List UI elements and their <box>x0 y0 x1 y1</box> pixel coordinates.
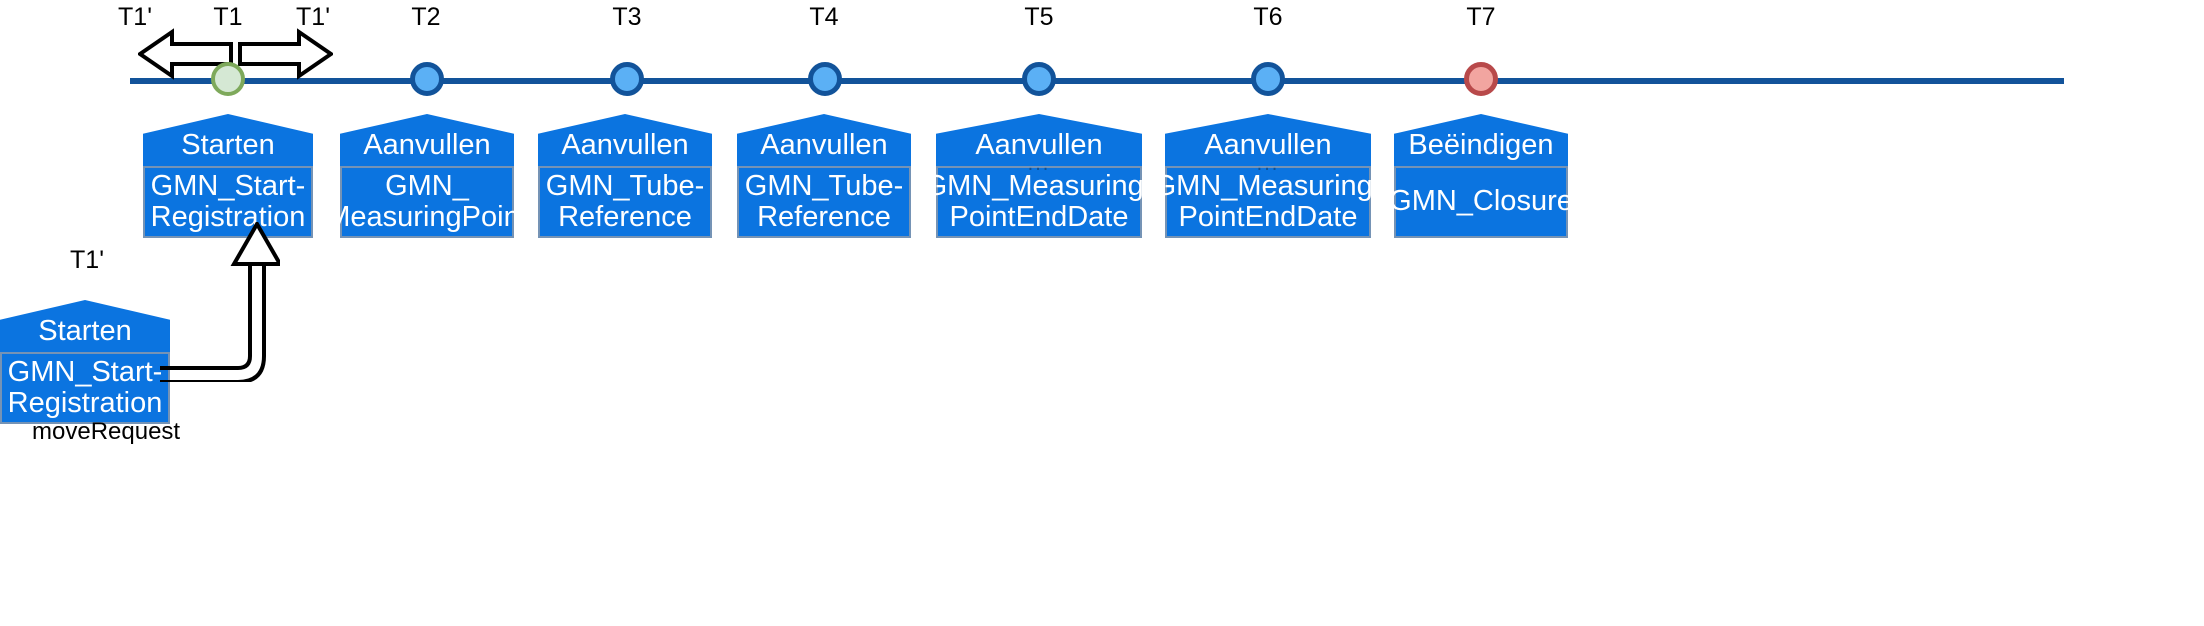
move-request-caption: moveRequest <box>32 418 181 445</box>
tick-label-t6: T6 <box>1253 3 1283 31</box>
card-t5-body: GMN_Measuring- PointEndDate <box>925 166 1153 238</box>
card-t7-action: Beëindigen <box>1408 129 1554 161</box>
tick-label-t4: T4 <box>809 3 839 31</box>
move-request-tick-label: T1' <box>70 246 104 274</box>
card-t3-body: GMN_Tube- Reference <box>538 166 712 238</box>
node-t6[interactable] <box>1251 62 1285 96</box>
tick-label-t5: T5 <box>1024 3 1054 31</box>
card-t5[interactable]: Aanvullen ... GMN_Measuring- PointEndDat… <box>925 114 1153 238</box>
t1prime-right-arrow <box>238 28 333 80</box>
tick-label-t1prime-right: T1' <box>296 3 330 31</box>
card-t5-action: Aanvullen <box>975 129 1103 161</box>
card-t6[interactable]: Aanvullen ... GMN_Measuring- PointEndDat… <box>1154 114 1382 238</box>
timeline-axis <box>130 78 2064 84</box>
t1prime-left-arrow <box>138 28 233 80</box>
card-t7-body: GMN_Closure <box>1389 166 1573 238</box>
node-t4[interactable] <box>808 62 842 96</box>
card-t3[interactable]: Aanvullen GMN_Tube- Reference <box>538 114 712 238</box>
card-t6-header: Aanvullen ... <box>1165 114 1371 175</box>
card-t4-header: Aanvullen <box>737 114 911 166</box>
card-t1-action: Starten <box>181 129 275 161</box>
card-t4[interactable]: Aanvullen GMN_Tube- Reference <box>737 114 911 238</box>
node-t2[interactable] <box>410 62 444 96</box>
node-t7-end[interactable] <box>1464 62 1498 96</box>
card-t2-action: Aanvullen <box>363 129 491 161</box>
card-move-request-body: GMN_Start- Registration <box>0 352 170 424</box>
card-t1-body: GMN_Start- Registration <box>143 166 313 238</box>
tick-label-t1: T1 <box>213 3 243 31</box>
card-t2-header: Aanvullen <box>340 114 514 166</box>
card-t3-action: Aanvullen <box>561 129 689 161</box>
card-move-request[interactable]: Starten GMN_Start- Registration <box>0 300 170 424</box>
tick-label-t3: T3 <box>612 3 642 31</box>
card-move-request-action: Starten <box>38 315 132 347</box>
card-t6-action: Aanvullen <box>1204 129 1332 161</box>
card-t1-header: Starten <box>143 114 313 166</box>
card-t6-body: GMN_Measuring- PointEndDate <box>1154 166 1382 238</box>
node-t3[interactable] <box>610 62 644 96</box>
card-t5-header: Aanvullen ... <box>936 114 1142 175</box>
card-t4-action: Aanvullen <box>760 129 888 161</box>
card-t7-header: Beëindigen <box>1394 114 1568 166</box>
tick-label-t7: T7 <box>1466 3 1496 31</box>
card-t2-body: GMN_ MeasuringPoint <box>326 166 528 238</box>
card-t6-ellipsis: ... <box>1256 153 1280 175</box>
card-t5-ellipsis: ... <box>1027 153 1051 175</box>
card-t4-body: GMN_Tube- Reference <box>737 166 911 238</box>
tick-label-t1prime-left: T1' <box>118 3 152 31</box>
card-t2[interactable]: Aanvullen GMN_ MeasuringPoint <box>326 114 528 238</box>
node-t1-start[interactable] <box>211 62 245 96</box>
tick-label-t2: T2 <box>411 3 441 31</box>
node-t5[interactable] <box>1022 62 1056 96</box>
card-t1[interactable]: Starten GMN_Start- Registration <box>143 114 313 238</box>
move-request-connector-arrow <box>160 222 280 382</box>
card-t7[interactable]: Beëindigen GMN_Closure <box>1389 114 1573 238</box>
card-move-request-header: Starten <box>0 300 170 352</box>
card-t3-header: Aanvullen <box>538 114 712 166</box>
